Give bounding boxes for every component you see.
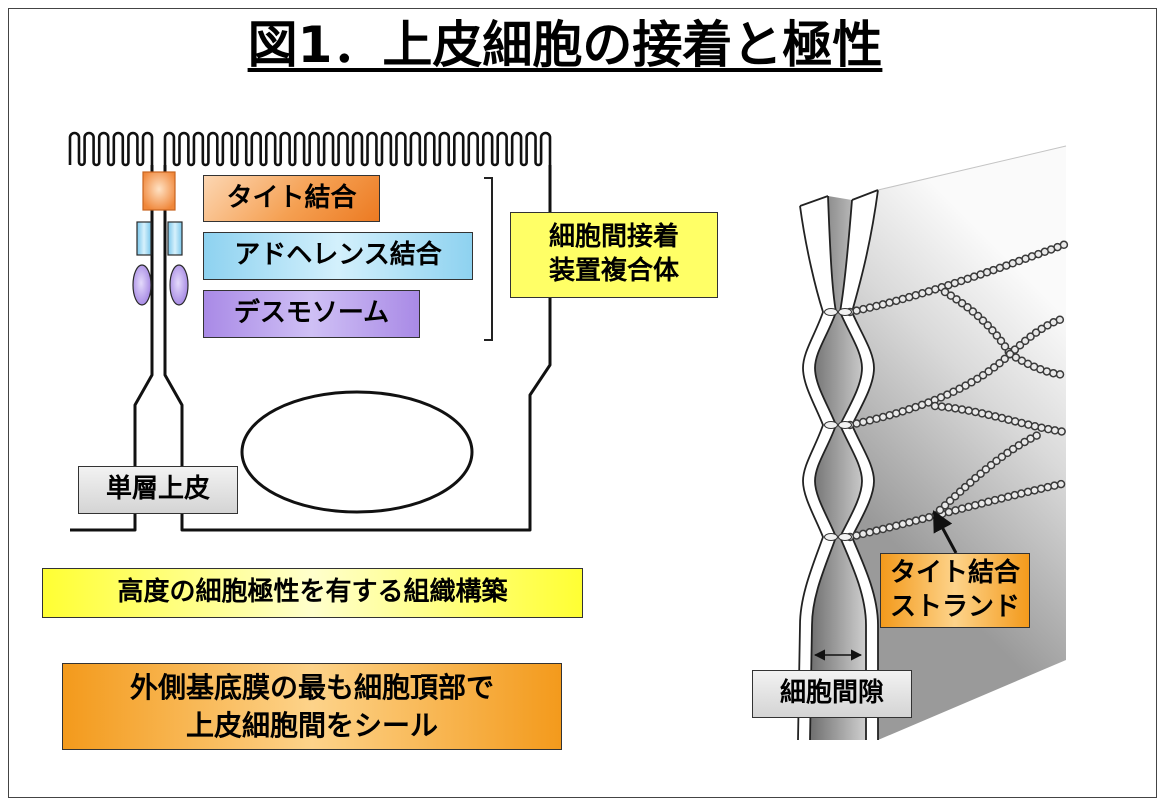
strand-label-line-1: タイト結合: [889, 557, 1020, 588]
desmosome-label-box: デスモソーム: [203, 290, 420, 338]
polarity-note-box: 高度の細胞極性を有する組織構築: [42, 568, 583, 618]
membrane-contact-point-3: [824, 533, 852, 541]
simple-epithelium-label-box: 単層上皮: [78, 466, 238, 514]
intercellular-space: [810, 196, 866, 740]
tight-junction-marker: [142, 171, 176, 211]
strand-pointer-arrow: [932, 510, 958, 554]
microvilli-right-cell: [163, 131, 552, 167]
seal-note-line-1: 外側基底膜の最も細胞頂部で: [129, 670, 494, 704]
tight-junction-label: タイト結合: [226, 182, 357, 213]
microvilli-left-cell: [68, 131, 154, 167]
junctional-complex-label-box: 細胞間接着 装置複合体: [510, 212, 718, 298]
intercellular-space-label: 細胞間隙: [779, 678, 884, 709]
adherens-junction-label: アドヘレンス結合: [234, 240, 442, 271]
strand-7: [935, 429, 1045, 515]
polarity-note: 高度の細胞極性を有する組織構築: [117, 577, 508, 608]
figure-title: 図1．上皮細胞の接着と極性: [247, 16, 883, 74]
seal-note-line-2: 上皮細胞間をシール: [185, 708, 438, 742]
strand-1: [845, 239, 1071, 317]
simple-epithelium-label: 単層上皮: [105, 474, 210, 505]
junctional-complex-label-line-2: 装置複合体: [548, 256, 679, 286]
desmosome-marker-left: [132, 264, 152, 306]
strand-label-box: タイト結合 ストランド: [880, 553, 1030, 628]
strand-label-line-2: ストランド: [889, 591, 1020, 622]
strand-3: [845, 313, 1071, 430]
junctional-complex-label-line-1: 細胞間接着: [548, 222, 679, 253]
figure-frame: [8, 8, 1157, 798]
membrane-surface-top-edge: [877, 145, 1067, 191]
seal-note-box: 外側基底膜の最も細胞頂部で 上皮細胞間をシール: [62, 663, 562, 750]
tight-junction-label-box: タイト結合: [203, 175, 380, 222]
adherens-junction-marker-right: [167, 221, 183, 256]
membrane-contact-point-2: [824, 421, 852, 429]
nucleus: [240, 390, 474, 514]
strand-6: [845, 478, 1071, 542]
intercellular-space-label-box: 細胞間隙: [752, 670, 912, 718]
membrane-contact-point-1: [824, 308, 852, 316]
right-cell-membrane: [163, 165, 552, 532]
strand-5: [930, 401, 1071, 437]
right-membrane-top-edge: [851, 189, 879, 201]
left-membrane-top-edge: [799, 195, 829, 207]
left-cell-membrane: [70, 165, 154, 532]
strand-4: [1005, 349, 1071, 380]
tight-junction-strands: [845, 239, 1071, 542]
adherens-junction-marker-left: [136, 221, 152, 256]
desmosome-marker-right: [169, 264, 189, 306]
left-membrane-inner-line: [797, 205, 824, 741]
desmosome-label: デスモソーム: [233, 298, 390, 329]
cell-membrane-surface: [852, 146, 1066, 740]
strand-2: [940, 287, 1015, 359]
adherens-junction-label-box: アドヘレンス結合: [203, 232, 473, 280]
junction-bracket: [484, 177, 493, 341]
